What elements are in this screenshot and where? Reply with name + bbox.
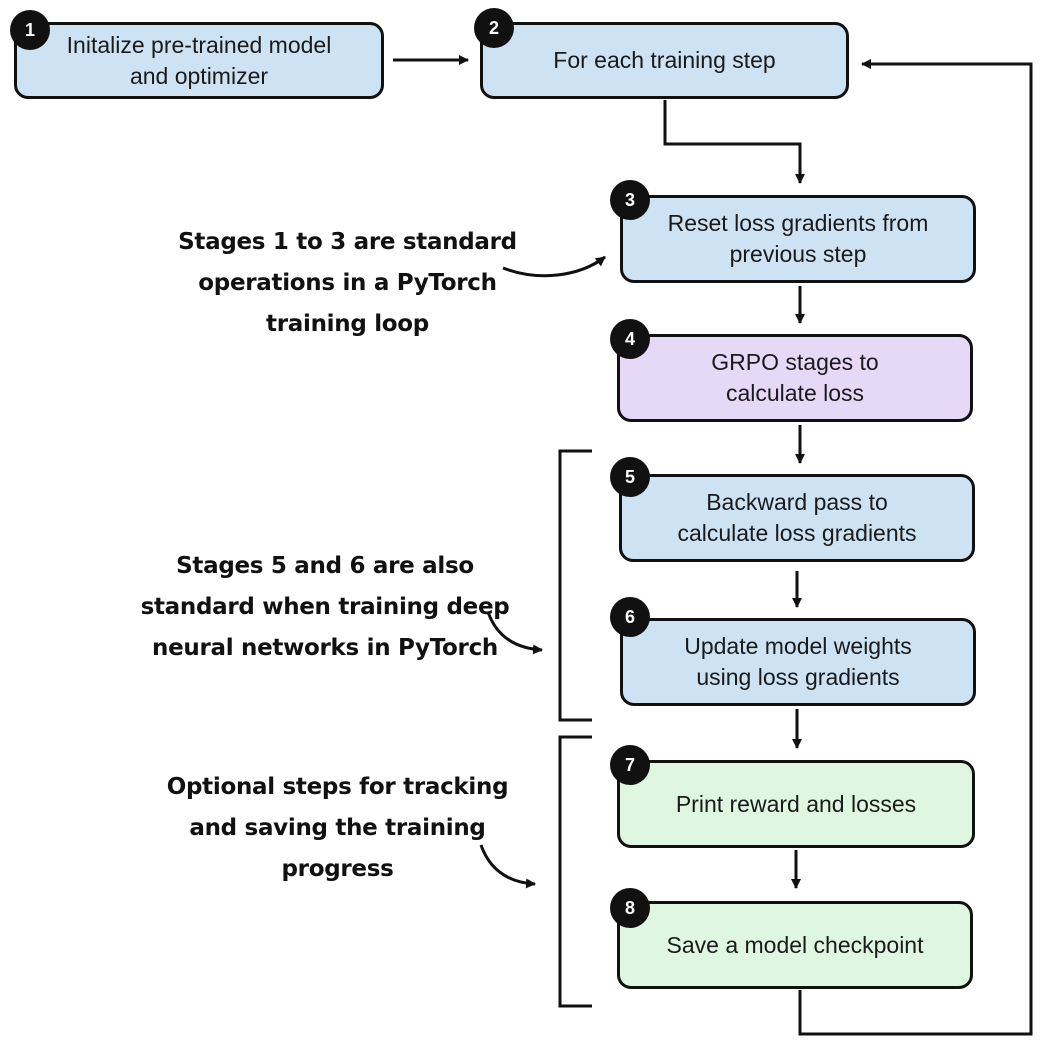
step-3-badge: 3 (610, 180, 650, 220)
annotation-standard-stages: Stages 1 to 3 are standard operations in… (178, 229, 517, 337)
step-6-box: Update model weights using loss gradient… (620, 618, 976, 706)
step-2-badge: 2 (474, 8, 514, 48)
step-1-box: Initalize pre-trained model and optimize… (14, 22, 384, 99)
step-6-badge: 6 (610, 597, 650, 637)
step-4-label: GRPO stages to calculate loss (711, 349, 879, 406)
step-5-label: Backward pass to calculate loss gradient… (677, 489, 917, 546)
step-8-badge: 8 (610, 888, 650, 928)
arrow-2-to-3 (663, 100, 805, 184)
step-8-label: Save a model checkpoint (666, 931, 924, 958)
step-1-label: Initalize pre-trained model and optimize… (66, 31, 332, 89)
step-1-badge: 1 (10, 10, 50, 50)
step-8-box: Save a model checkpoint (617, 901, 973, 989)
annotation-optional-steps: Optional steps for tracking and saving t… (166, 774, 509, 882)
annotation-arrow-stages-5-6 (486, 611, 543, 655)
step-4-badge: 4 (610, 319, 650, 359)
step-2-box: For each training step (480, 22, 849, 99)
loop-back-arrow (798, 59, 1033, 1036)
step-4-box: GRPO stages to calculate loss (617, 334, 973, 422)
bracket-optional (558, 735, 592, 1008)
annotation-also-standard: Stages 5 and 6 are also standard when tr… (140, 553, 510, 661)
step-5-box: Backward pass to calculate loss gradient… (619, 474, 975, 562)
step-6-label: Update model weights using loss gradient… (684, 633, 912, 690)
step-5-badge: 5 (610, 457, 650, 497)
step-3-label: Reset loss gradients from previous step (667, 210, 929, 267)
step-7-box: Print reward and losses (617, 760, 975, 848)
annotation-arrow-optional (479, 844, 536, 889)
annotation-arrow-stages-1-3 (502, 255, 606, 278)
step-2-label: For each training step (553, 47, 776, 73)
bracket-stages-5-6 (558, 449, 592, 722)
step-3-box: Reset loss gradients from previous step (620, 195, 976, 283)
step-7-badge: 7 (610, 745, 650, 785)
step-7-label: Print reward and losses (675, 790, 917, 817)
